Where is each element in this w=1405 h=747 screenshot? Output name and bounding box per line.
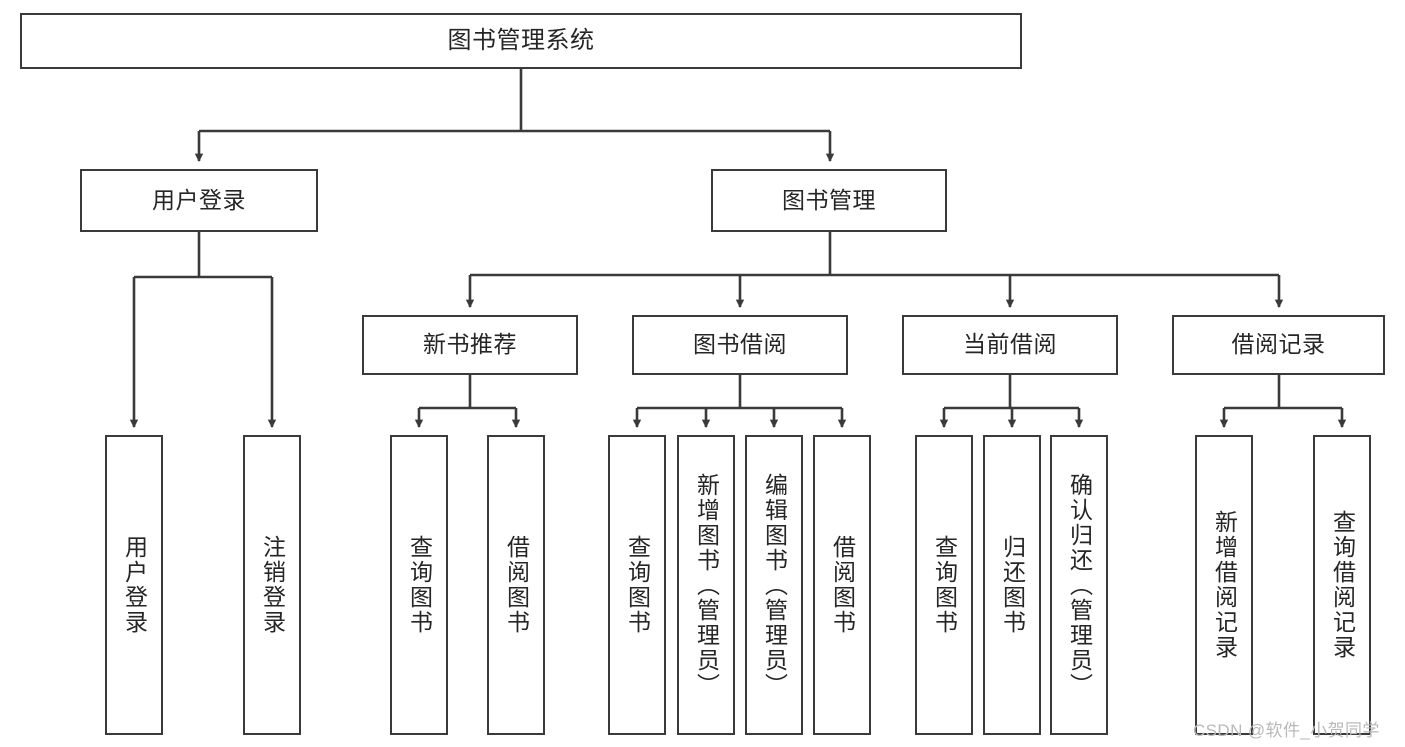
node-user-login-label: 用户登录 <box>152 186 246 213</box>
leaf-borrow-book-nbr[interactable]: 借阅图书 <box>487 435 545 735</box>
node-root[interactable]: 图书管理系统 <box>20 13 1022 69</box>
leaf-query-record[interactable]: 查询借阅记录 <box>1313 435 1371 735</box>
node-borrow-record[interactable]: 借阅记录 <box>1172 315 1385 375</box>
leaf-borrow-book-bb[interactable]: 借阅图书 <box>813 435 871 735</box>
leaf-add-record-label: 新增借阅记录 <box>1211 510 1238 660</box>
leaf-user-login-label: 用户登录 <box>121 535 148 635</box>
csdn-watermark: CSDN @软件_小贺同学 <box>1193 721 1380 740</box>
leaf-query-book-cb[interactable]: 查询图书 <box>915 435 973 735</box>
leaf-edit-book[interactable]: 编辑图书（管理员） <box>745 435 803 735</box>
leaf-query-book-nbr[interactable]: 查询图书 <box>390 435 448 735</box>
node-book-manage-label: 图书管理 <box>782 186 876 213</box>
node-current-borrow[interactable]: 当前借阅 <box>902 315 1118 375</box>
leaf-confirm-return-label: 确认归还（管理员） <box>1066 472 1093 698</box>
leaf-query-book-cb-label: 查询图书 <box>931 535 958 635</box>
node-root-label: 图书管理系统 <box>447 26 595 54</box>
leaf-user-login[interactable]: 用户登录 <box>105 435 163 735</box>
leaf-borrow-book-nbr-label: 借阅图书 <box>503 535 530 635</box>
leaf-add-record[interactable]: 新增借阅记录 <box>1195 435 1253 735</box>
node-book-borrow[interactable]: 图书借阅 <box>632 315 848 375</box>
leaf-confirm-return[interactable]: 确认归还（管理员） <box>1050 435 1108 735</box>
node-borrow-record-label: 借阅记录 <box>1231 331 1326 358</box>
leaf-query-record-label: 查询借阅记录 <box>1329 510 1356 660</box>
node-current-borrow-label: 当前借阅 <box>963 331 1057 358</box>
leaf-logout[interactable]: 注销登录 <box>243 435 301 735</box>
leaf-add-book-label: 新增图书（管理员） <box>693 472 720 698</box>
leaf-query-book-bb-label: 查询图书 <box>624 535 651 635</box>
node-new-book-recommend[interactable]: 新书推荐 <box>362 315 578 375</box>
leaf-add-book[interactable]: 新增图书（管理员） <box>677 435 735 735</box>
node-book-manage[interactable]: 图书管理 <box>711 169 947 232</box>
leaf-borrow-book-bb-label: 借阅图书 <box>829 535 856 635</box>
leaf-edit-book-label: 编辑图书（管理员） <box>761 472 788 698</box>
leaf-return-book[interactable]: 归还图书 <box>983 435 1041 735</box>
node-user-login[interactable]: 用户登录 <box>80 169 318 232</box>
leaf-query-book-bb[interactable]: 查询图书 <box>608 435 666 735</box>
leaf-query-book-nbr-label: 查询图书 <box>406 535 433 635</box>
leaf-logout-label: 注销登录 <box>259 535 286 635</box>
node-new-book-recommend-label: 新书推荐 <box>423 331 517 358</box>
leaf-return-book-label: 归还图书 <box>999 535 1026 635</box>
node-book-borrow-label: 图书借阅 <box>693 331 787 358</box>
